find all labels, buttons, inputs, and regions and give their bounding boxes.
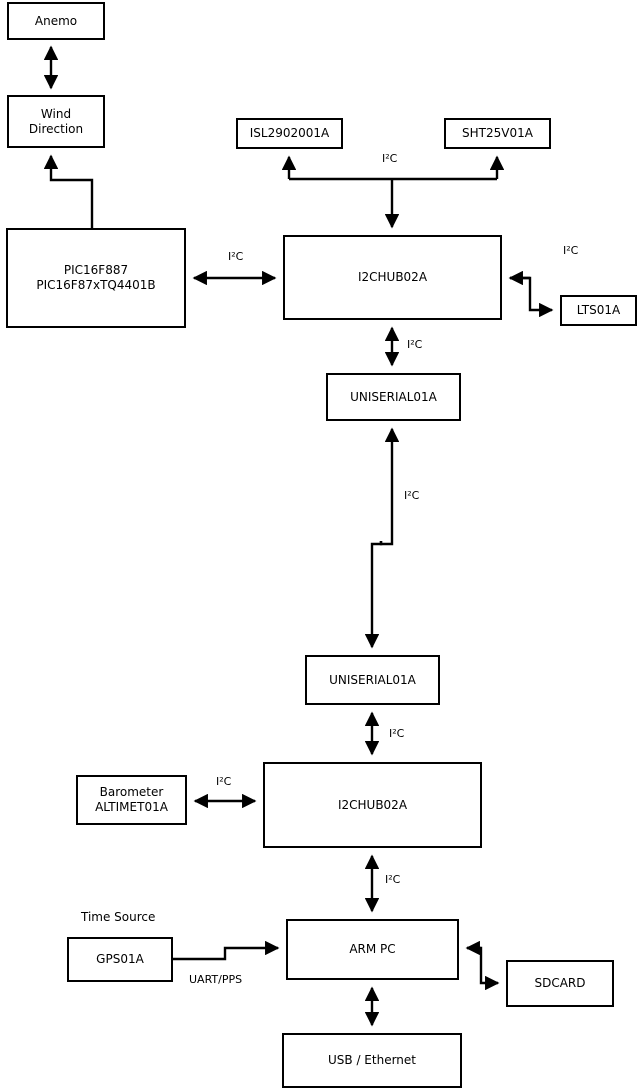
edge-label-sensor-bus-i2c: I²C bbox=[382, 152, 398, 165]
node-pic-microcontroller[interactable]: PIC16F887 PIC16F87xTQ4401B bbox=[6, 228, 186, 328]
wire-armpc-sdcard bbox=[467, 946, 500, 991]
node-sht25v01a[interactable]: SHT25V01A bbox=[444, 118, 551, 149]
edge-label-lts-i2c: I²C bbox=[563, 244, 579, 257]
node-lts01a[interactable]: LTS01A bbox=[560, 295, 637, 326]
node-anemo[interactable]: Anemo bbox=[7, 2, 105, 40]
node-arm-pc[interactable]: ARM PC bbox=[286, 919, 459, 980]
edge-label-hub-uniserial-i2c: I²C bbox=[407, 338, 423, 351]
node-uniserial01a-upper[interactable]: UNISERIAL01A bbox=[326, 373, 461, 421]
node-usb-ethernet[interactable]: USB / Ethernet bbox=[282, 1033, 462, 1088]
node-barometer-altimet01a[interactable]: Barometer ALTIMET01A bbox=[76, 775, 187, 825]
node-wind-direction[interactable]: Wind Direction bbox=[7, 95, 105, 148]
edge-label-uniserial-hub-i2c: I²C bbox=[389, 727, 405, 740]
wire-uniserial-upper-lower bbox=[379, 427, 400, 546]
edge-label-uniserial-link-i2c: I²C bbox=[404, 489, 420, 502]
node-isl2902001a[interactable]: ISL2902001A bbox=[236, 118, 343, 149]
wire-uniserial-link-down bbox=[364, 541, 383, 649]
label-time-source: Time Source bbox=[81, 910, 156, 924]
wire-pic-winddirection bbox=[43, 154, 94, 228]
node-i2chub02a-bottom[interactable]: I2CHUB02A bbox=[263, 762, 482, 848]
node-i2chub02a-top[interactable]: I2CHUB02A bbox=[283, 235, 502, 320]
node-sdcard[interactable]: SDCARD bbox=[506, 960, 614, 1007]
edge-label-hub-armpc-i2c: I²C bbox=[385, 873, 401, 886]
edge-label-barometer-i2c: I²C bbox=[216, 775, 232, 788]
edge-label-pic-hub-i2c: I²C bbox=[228, 250, 244, 263]
edge-label-uart-pps: UART/PPS bbox=[189, 973, 243, 986]
wire-gps-armpc bbox=[173, 940, 280, 961]
node-gps01a[interactable]: GPS01A bbox=[67, 937, 173, 982]
node-uniserial01a-lower[interactable]: UNISERIAL01A bbox=[305, 655, 440, 705]
wire-hubtop-lts bbox=[510, 276, 554, 318]
